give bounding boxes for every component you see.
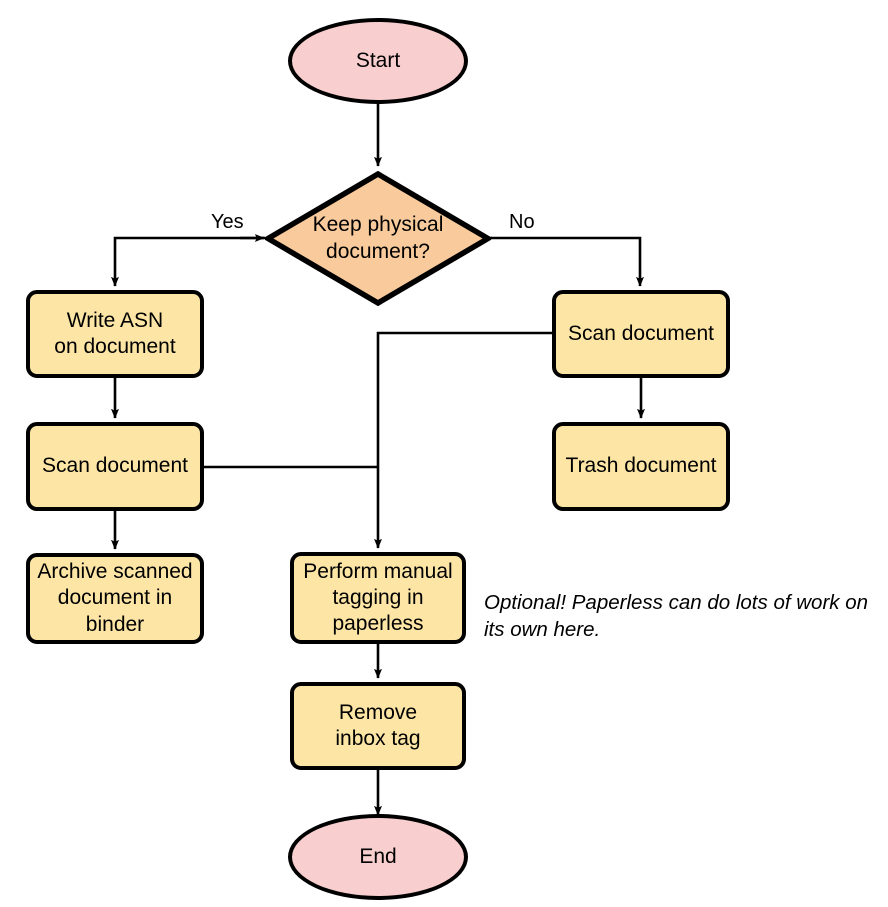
node-trash-document[interactable]: Trash document (552, 422, 730, 511)
diamond-shape (265, 171, 491, 306)
node-scan-document-right-label: Scan document (568, 321, 714, 345)
annotation-line-1: Optional! Paperless can do lots of work … (484, 591, 869, 614)
node-archive-scanned-document[interactable]: Archive scanned document in binder (26, 553, 204, 644)
node-tagging-label: Perform manual tagging in paperless (303, 559, 453, 636)
node-write-asn-on-document[interactable]: Write ASN on document (26, 290, 204, 378)
node-write-asn-label: Write ASN on document (54, 308, 176, 358)
edge-label-yes: Yes (211, 211, 244, 233)
node-start[interactable]: Start (288, 18, 468, 104)
edge-decision-yes-to-write-asn (111, 236, 265, 287)
node-trash-document-label: Trash document (565, 454, 717, 478)
node-remove-inbox-tag-label: Remove inbox tag (335, 700, 421, 750)
node-scan-document-right[interactable]: Scan document (552, 290, 730, 378)
node-end[interactable]: End (288, 814, 468, 900)
annotation-line-2: its own here. (484, 618, 601, 642)
node-scan-document-left-label: Scan document (42, 454, 188, 478)
annotation-optional-paperless: Optional! Paperless can do lots of work … (484, 589, 884, 644)
node-decision-keep-physical-document[interactable]: Keep physical document? (265, 171, 491, 306)
node-remove-inbox-tag[interactable]: Remove inbox tag (290, 682, 466, 770)
node-scan-document-left[interactable]: Scan document (26, 422, 204, 511)
node-decision-label: Keep physical document? (312, 213, 444, 263)
edge-scan-right-to-tagging (374, 331, 552, 549)
node-perform-manual-tagging[interactable]: Perform manual tagging in paperless (290, 552, 466, 644)
node-archive-label: Archive scanned document in binder (37, 560, 193, 636)
node-end-label: End (359, 844, 397, 868)
node-start-label: Start (355, 48, 401, 72)
edge-label-no: No (509, 211, 535, 233)
edge-decision-no-to-scan-right (491, 236, 644, 287)
